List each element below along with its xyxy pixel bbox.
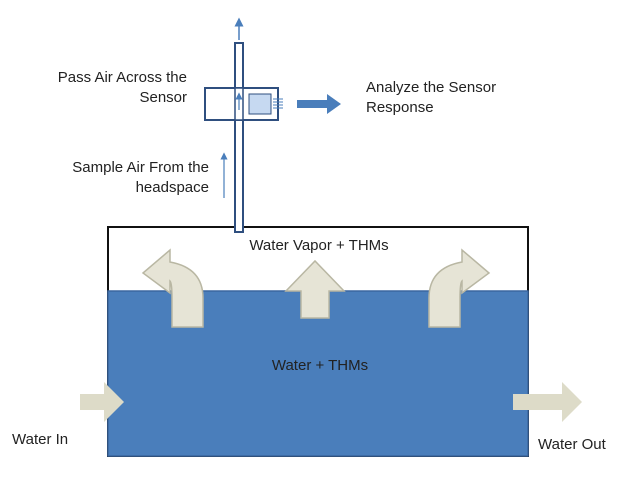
analyze-label: Analyze the Sensor Response bbox=[366, 78, 496, 118]
water-in-label: Water In bbox=[12, 431, 69, 448]
analyze-label-line1: Analyze the Sensor bbox=[366, 79, 497, 96]
sample-air-label: Sample Air From the headspace bbox=[72, 158, 209, 198]
sensor-signal-lines bbox=[273, 98, 283, 109]
pass-air-label-line2: Sensor bbox=[139, 89, 187, 106]
sample-air-label-line2: headspace bbox=[135, 179, 209, 196]
vapor-arrow-left bbox=[141, 248, 204, 328]
analyze-label-line2: Response bbox=[366, 99, 434, 116]
pass-air-label: Pass Air Across the Sensor bbox=[58, 68, 187, 108]
headspace-label: Water Vapor + THMs bbox=[249, 237, 389, 254]
vapor-arrow-right bbox=[428, 248, 491, 328]
analyze-arrow bbox=[297, 94, 341, 114]
sample-air-label-line1: Sample Air From the bbox=[72, 159, 209, 176]
pass-air-label-line1: Pass Air Across the bbox=[57, 69, 187, 86]
water-out-label: Water Out bbox=[538, 436, 606, 453]
sample-tube bbox=[234, 42, 244, 233]
vapor-arrow-center bbox=[284, 259, 346, 319]
water-label: Water + THMs bbox=[271, 357, 369, 374]
water-in-arrow bbox=[80, 382, 124, 422]
water-out-arrow bbox=[513, 382, 582, 422]
sensor-element bbox=[248, 93, 272, 115]
